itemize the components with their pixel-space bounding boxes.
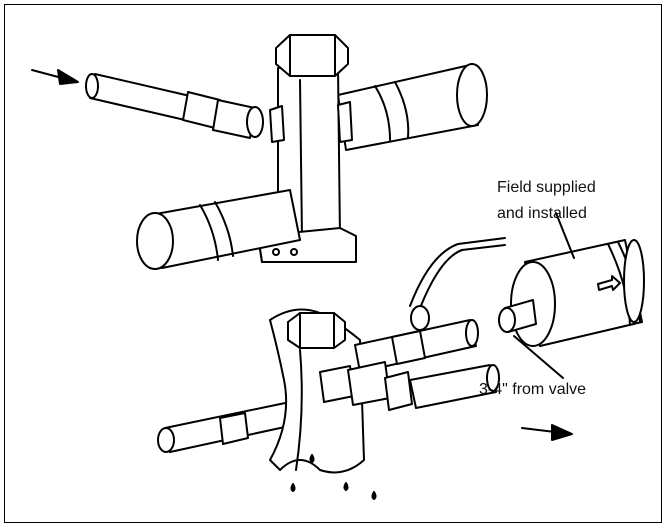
diagram-border — [4, 4, 662, 523]
inlet-tube — [85, 73, 264, 139]
brazed-tube — [354, 319, 479, 373]
installed-label: and installed — [497, 205, 587, 222]
brazing-torch — [409, 237, 506, 331]
fittings — [319, 361, 500, 411]
bottom-valve — [157, 237, 573, 500]
field-supplied-label: Field supplied — [497, 179, 596, 196]
outlet-flow-arrow-icon — [521, 424, 573, 441]
upper-right-shell — [337, 63, 488, 151]
filter-flow-arrow-icon — [597, 275, 621, 291]
inlet-flow-arrow-icon — [31, 69, 79, 85]
distance-label: 3-4" from valve — [479, 381, 587, 398]
top-valve — [31, 34, 488, 270]
outlet-tube — [157, 401, 295, 453]
filter-drier — [498, 212, 645, 379]
water-drop-icon — [290, 454, 377, 500]
bottom-valve-cap — [287, 312, 346, 349]
lower-left-shell — [136, 189, 301, 270]
